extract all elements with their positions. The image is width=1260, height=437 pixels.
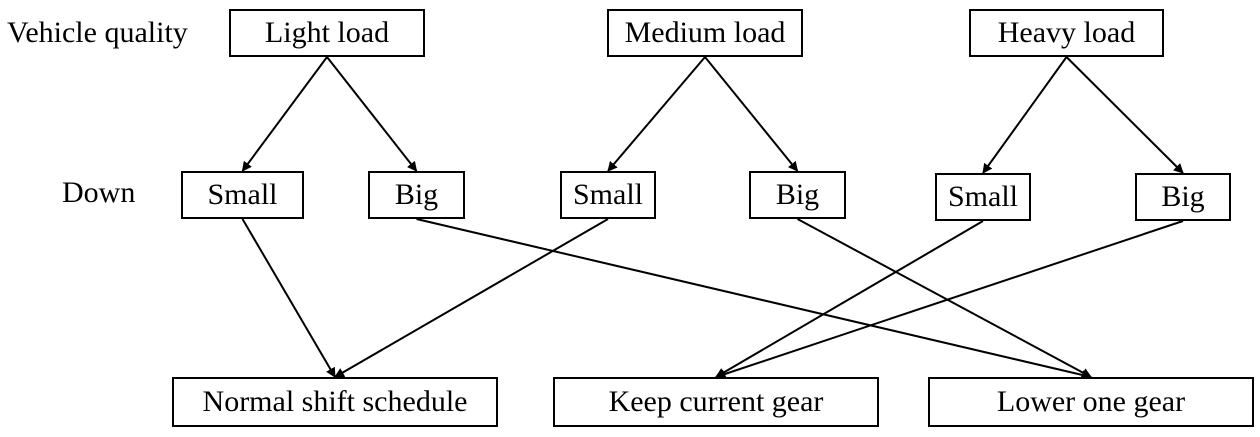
load-box-medium: Medium load	[607, 9, 803, 57]
arrow-grade-medium-big-to-outcome-lower	[797, 218, 1092, 378]
grade-box-medium-big: Big	[749, 171, 846, 219]
outcome-box-keep-gear: Keep current gear	[553, 377, 879, 427]
arrow-load-light-to-grade-light-big	[326, 56, 418, 172]
grade-box-light-big: Big	[368, 171, 465, 219]
load-box-heavy: Heavy load	[969, 9, 1164, 57]
outcome-box-lower-gear: Lower one gear	[928, 377, 1254, 427]
arrow-load-heavy-to-grade-heavy-big	[1065, 56, 1184, 174]
arrow-grade-light-small-to-outcome-normal	[241, 218, 336, 378]
arrow-grade-medium-small-to-outcome-normal	[334, 218, 609, 378]
arrow-grade-heavy-big-to-outcome-keep	[715, 220, 1184, 379]
outcome-box-normal-shift: Normal shift schedule	[172, 377, 498, 427]
arrow-load-light-to-grade-light-small	[241, 56, 328, 172]
row-label-down: Down	[62, 176, 136, 209]
row-label-vehicle-quality: Vehicle quality	[7, 16, 188, 49]
arrow-load-medium-to-grade-medium-big	[704, 56, 799, 172]
arrow-grade-light-big-to-outcome-lower	[416, 218, 1092, 380]
arrow-load-medium-to-grade-medium-small	[607, 56, 706, 172]
arrow-grade-heavy-small-to-outcome-keep	[715, 220, 984, 378]
grade-box-heavy-big: Big	[1135, 173, 1231, 221]
grade-box-medium-small: Small	[560, 171, 656, 219]
grade-box-light-small: Small	[181, 171, 304, 219]
load-box-light: Light load	[229, 9, 425, 57]
grade-box-heavy-small: Small	[935, 173, 1031, 221]
arrow-load-heavy-to-grade-heavy-small	[982, 56, 1068, 174]
